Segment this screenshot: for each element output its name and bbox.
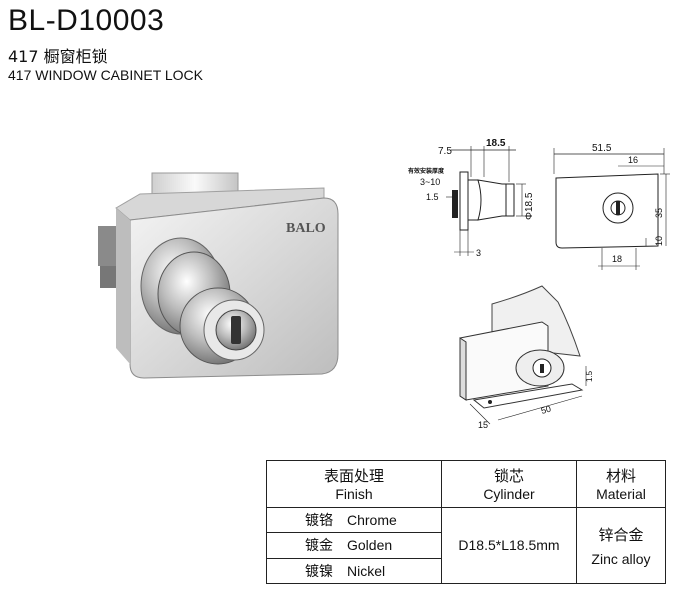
table-header-row: 表面处理 Finish 锁芯 Cylinder 材料 Material xyxy=(266,460,666,508)
dim-diameter: Φ18.5 xyxy=(524,192,535,220)
dim-50: 50 xyxy=(540,404,552,416)
dim-35: 35 xyxy=(654,208,664,218)
header-finish: 表面处理 Finish xyxy=(266,460,442,508)
dim-18-5-top: 18.5 xyxy=(486,138,506,149)
isometric-drawing: 1.5 50 15 xyxy=(459,285,594,430)
dim-note: 有效安装厚度 xyxy=(408,167,445,175)
side-view-drawing: 7.5 18.5 有效安装厚度 3~10 1.5 Φ18.5 3 xyxy=(408,138,535,258)
cylinder-size: D18.5*L18.5mm xyxy=(441,506,577,585)
dim-3-10: 3~10 xyxy=(420,177,440,187)
dim-16: 16 xyxy=(628,155,638,165)
dim-3-bottom: 3 xyxy=(476,248,481,258)
dim-51-5: 51.5 xyxy=(592,143,612,154)
dim-18-bottom: 18 xyxy=(612,254,622,264)
material-cell: 锌合金 Zinc alloy xyxy=(576,506,666,585)
lock-photo: BALO xyxy=(98,172,339,379)
dim-10: 10 xyxy=(654,236,664,246)
dim-15: 15 xyxy=(478,420,488,430)
dim-1-5-side: 1.5 xyxy=(426,192,439,202)
model-number: BL-D10003 xyxy=(8,4,165,37)
dim-1-5-iso: 1.5 xyxy=(585,370,594,382)
front-view-drawing: 51.5 16 35 10 18 xyxy=(553,143,670,270)
brand-logo: BALO xyxy=(286,221,326,236)
dim-7-5: 7.5 xyxy=(438,146,452,157)
header-material: 材料 Material xyxy=(576,460,666,508)
product-name-cn: 417 橱窗柜锁 xyxy=(8,47,108,66)
product-name-en: 417 WINDOW CABINET LOCK xyxy=(8,67,204,83)
header-cylinder: 锁芯 Cylinder xyxy=(441,460,577,508)
